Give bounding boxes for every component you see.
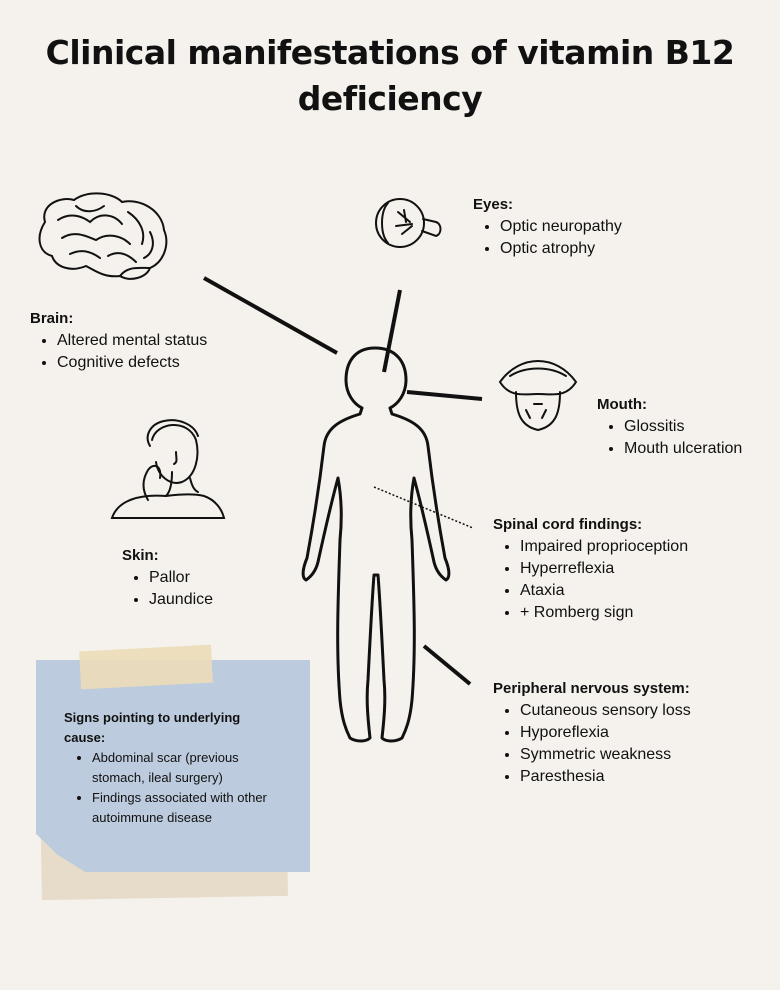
list-item: Symmetric weakness <box>520 744 691 766</box>
list-item: Abdominal scar (previous stomach, ileal … <box>92 748 284 788</box>
human-body-outline <box>301 346 451 743</box>
list-item: + Romberg sign <box>520 602 688 624</box>
list-item: Optic atrophy <box>500 238 622 260</box>
eyes-heading: Eyes: <box>473 196 514 213</box>
list-item: Optic neuropathy <box>500 216 622 238</box>
list-item: Hyporeflexia <box>520 722 691 744</box>
list-item: Hyperreflexia <box>520 558 688 580</box>
spinal-list: Impaired proprioception Hyperreflexia At… <box>493 536 688 624</box>
list-item: Cutaneous sensory loss <box>520 700 691 722</box>
note-heading: Signs pointing to underlying cause: <box>64 710 241 745</box>
skin-face-icon <box>110 419 226 519</box>
peripheral-section: Peripheral nervous system: Cutaneous sen… <box>493 678 691 788</box>
mouth-icon <box>498 360 578 432</box>
list-item: Cognitive defects <box>57 352 207 374</box>
mouth-list: Glossitis Mouth ulceration <box>597 416 742 460</box>
list-item: Pallor <box>149 567 213 589</box>
page-title: Clinical manifestations of vitamin B12 d… <box>45 33 735 118</box>
list-item: Glossitis <box>624 416 742 438</box>
peripheral-heading: Peripheral nervous system: <box>493 680 690 697</box>
spinal-section: Spinal cord findings: Impaired proprioce… <box>493 514 688 624</box>
brain-icon <box>38 192 168 280</box>
spinal-connector <box>373 486 474 529</box>
skin-heading: Skin: <box>122 547 159 564</box>
brain-section: Brain: Altered mental status Cognitive d… <box>30 308 207 374</box>
list-item: Jaundice <box>149 589 213 611</box>
brain-connector <box>203 276 338 355</box>
list-item: Mouth ulceration <box>624 438 742 460</box>
skin-section: Skin: Pallor Jaundice <box>122 545 213 611</box>
sticky-note <box>36 660 310 872</box>
spinal-heading: Spinal cord findings: <box>493 516 643 533</box>
note-list: Abdominal scar (previous stomach, ileal … <box>64 748 284 828</box>
list-item: Impaired proprioception <box>520 536 688 558</box>
eye-icon <box>375 198 442 248</box>
list-item: Ataxia <box>520 580 688 602</box>
sticky-note-content: Signs pointing to underlying cause: Abdo… <box>64 708 284 828</box>
list-item: Altered mental status <box>57 330 207 352</box>
mouth-heading: Mouth: <box>597 396 647 413</box>
skin-list: Pallor Jaundice <box>122 567 213 611</box>
peripheral-connector <box>422 644 472 686</box>
eyes-connector <box>382 289 402 373</box>
eyes-section: Eyes: Optic neuropathy Optic atrophy <box>473 194 622 260</box>
list-item: Findings associated with other autoimmun… <box>92 788 284 828</box>
mouth-section: Mouth: Glossitis Mouth ulceration <box>597 394 742 460</box>
peripheral-list: Cutaneous sensory loss Hyporeflexia Symm… <box>493 700 691 788</box>
brain-list: Altered mental status Cognitive defects <box>30 330 207 374</box>
mouth-connector <box>406 390 483 401</box>
eyes-list: Optic neuropathy Optic atrophy <box>473 216 622 260</box>
tape-strip <box>79 644 213 690</box>
list-item: Paresthesia <box>520 766 691 788</box>
brain-heading: Brain: <box>30 310 74 327</box>
